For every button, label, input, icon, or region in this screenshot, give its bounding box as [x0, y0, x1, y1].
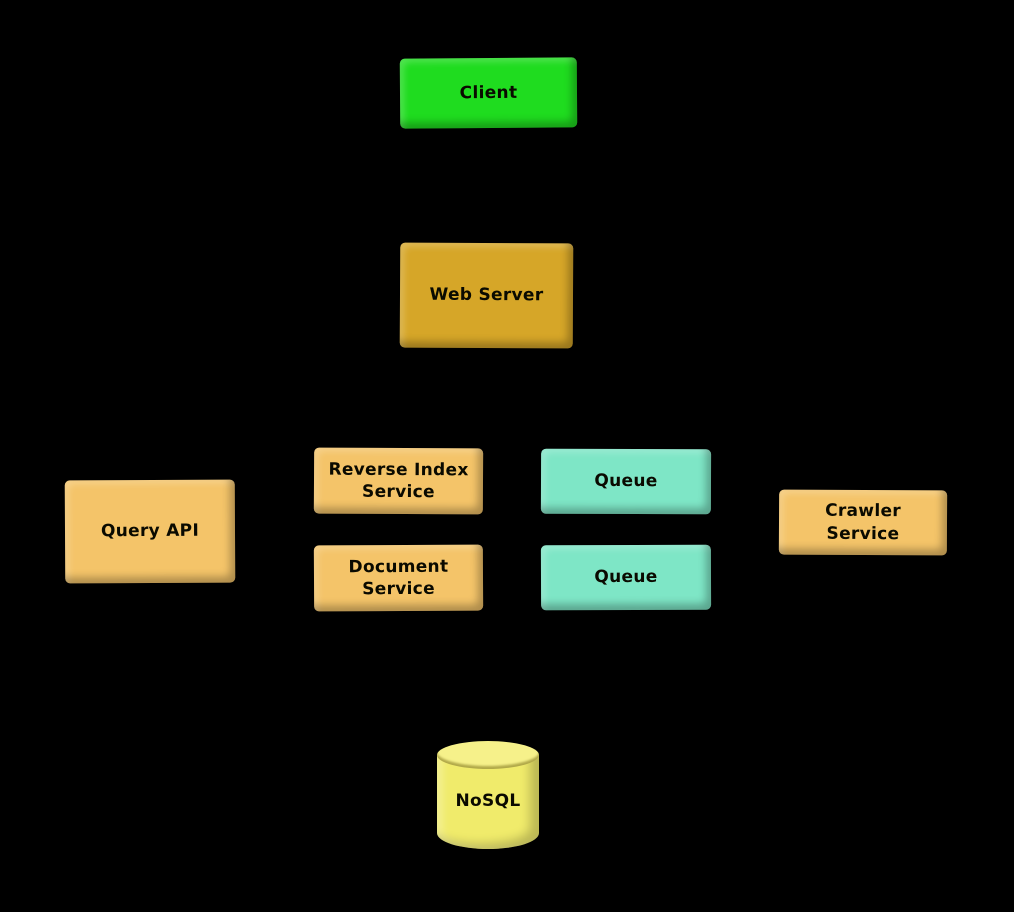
- crawler-service-node: Crawler Service: [778, 489, 948, 556]
- document-service-label: Document Service: [348, 556, 449, 600]
- query-api-node: Query API: [64, 479, 236, 584]
- web-server-label: Web Server: [429, 285, 544, 306]
- client-label: Client: [459, 82, 518, 104]
- queue-bottom-label: Queue: [594, 567, 658, 588]
- nosql-label: NoSQL: [455, 791, 521, 811]
- queue-top-node: Queue: [540, 448, 712, 515]
- queue-bottom-node: Queue: [540, 544, 712, 611]
- database-cylinder-body: [437, 755, 539, 849]
- reverse-index-service-node: Reverse Index Service: [313, 447, 484, 515]
- document-service-node: Document Service: [313, 544, 484, 612]
- crawler-service-label: Crawler Service: [825, 501, 902, 544]
- client-node: Client: [399, 57, 578, 129]
- nosql-database-node: NoSQL: [437, 741, 539, 849]
- web-server-node: Web Server: [399, 242, 574, 349]
- reverse-index-service-label: Reverse Index Service: [328, 459, 469, 503]
- query-api-label: Query API: [100, 521, 200, 542]
- queue-top-label: Queue: [594, 471, 658, 492]
- database-cylinder-top: [437, 741, 539, 769]
